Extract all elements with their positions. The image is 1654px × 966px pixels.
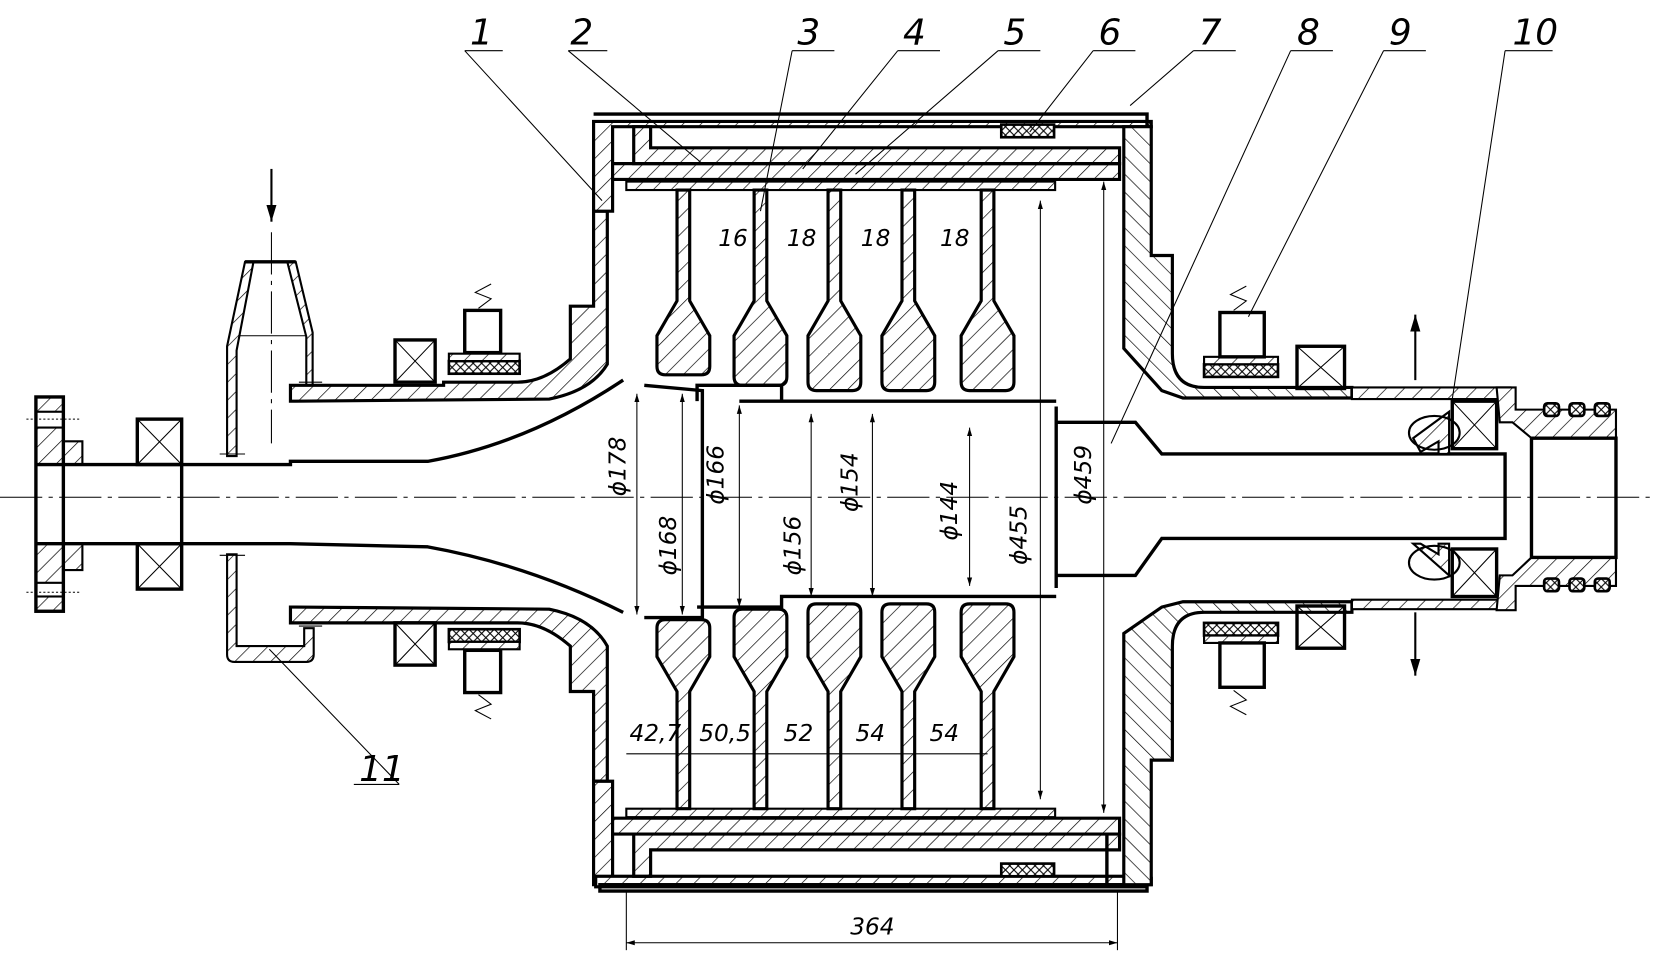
overall-length-dimension — [625, 892, 1118, 951]
label-8: 8 — [1297, 12, 1320, 53]
stage-disks — [655, 188, 1016, 811]
leader-line — [464, 50, 603, 201]
pitch-labels: 42,7 50,5 52 54 54 — [629, 720, 959, 747]
left-flange — [26, 395, 84, 613]
stage-disk-top — [959, 188, 1016, 393]
stage-disk-bottom — [655, 618, 712, 811]
pitch-label-1: 42,7 — [629, 720, 681, 747]
inlet-nozzle — [219, 232, 323, 664]
label-11: 11 — [359, 749, 405, 790]
label-1: 1 — [470, 12, 493, 53]
diameter-label-178: ϕ178 — [604, 437, 631, 497]
diameter-label-156: ϕ156 — [780, 516, 807, 576]
gap-label-3: 18 — [861, 225, 891, 252]
spring-icon — [474, 283, 493, 309]
diameter-label-459: ϕ459 — [1070, 445, 1097, 505]
main-casing — [591, 112, 1153, 893]
o-rings — [1542, 401, 1611, 593]
pitch-label-5: 54 — [929, 720, 959, 747]
left-seals — [393, 283, 521, 720]
stage-disk-top — [732, 188, 789, 387]
stage-disk-top — [880, 188, 937, 393]
gap-label-4: 18 — [940, 225, 970, 252]
right-shaft — [1054, 406, 1507, 589]
leader-line — [567, 50, 703, 165]
right-end-wall — [1105, 125, 1354, 887]
leader-line — [268, 648, 400, 785]
label-4: 4 — [903, 12, 926, 53]
pitch-label-4: 54 — [856, 720, 886, 747]
stage-disk-bottom — [806, 602, 863, 811]
right-seals — [1202, 285, 1347, 716]
label-7: 7 — [1199, 12, 1222, 53]
spring-icon — [1229, 285, 1248, 311]
spring-icon — [1229, 690, 1248, 716]
diameter-dimensions — [634, 181, 1107, 813]
label-9: 9 — [1389, 12, 1412, 53]
position-labels: 1 2 3 4 5 6 7 8 9 10 11 — [359, 12, 1558, 790]
leader-line — [1451, 50, 1553, 400]
overall-length-label: 364 — [850, 913, 894, 940]
leader-line — [1110, 50, 1333, 444]
stage-disk-top — [806, 188, 863, 393]
label-3: 3 — [797, 12, 820, 53]
diameter-label-168: ϕ168 — [655, 516, 682, 576]
stage-disk-top — [655, 188, 712, 377]
leader-lines — [268, 50, 1553, 785]
label-10: 10 — [1512, 12, 1558, 53]
leader-line — [1029, 50, 1136, 133]
diameter-label-166: ϕ166 — [702, 445, 729, 505]
spring-icon — [474, 694, 493, 720]
gap-labels: 16 18 18 18 — [718, 225, 969, 252]
outlet-sleeve — [1350, 386, 1618, 612]
left-shaft — [35, 378, 625, 614]
pitch-label-2: 50,5 — [699, 720, 751, 747]
leader-line — [855, 50, 1041, 175]
stage-disk-bottom — [959, 602, 1016, 811]
diameter-label-144: ϕ144 — [936, 481, 963, 541]
gap-label-1: 16 — [718, 225, 748, 252]
leader-line — [1129, 50, 1236, 106]
leader-line — [1247, 50, 1426, 317]
diameter-labels: ϕ178 ϕ168 ϕ166 ϕ156 ϕ154 ϕ144 ϕ455 ϕ459 — [604, 437, 1097, 576]
pitch-label-3: 52 — [784, 720, 814, 747]
label-2: 2 — [570, 12, 593, 53]
diameter-label-455: ϕ455 — [1006, 505, 1033, 565]
left-housing-tube — [288, 209, 609, 783]
stage-disk-bottom — [732, 607, 789, 811]
left-bearing — [135, 417, 184, 591]
diameter-label-154: ϕ154 — [837, 452, 864, 512]
gap-label-2: 18 — [787, 225, 817, 252]
label-5: 5 — [1003, 12, 1026, 53]
leader-line — [759, 50, 835, 212]
leader-line — [802, 50, 941, 170]
stage-disk-bottom — [880, 602, 937, 811]
label-6: 6 — [1098, 12, 1121, 53]
